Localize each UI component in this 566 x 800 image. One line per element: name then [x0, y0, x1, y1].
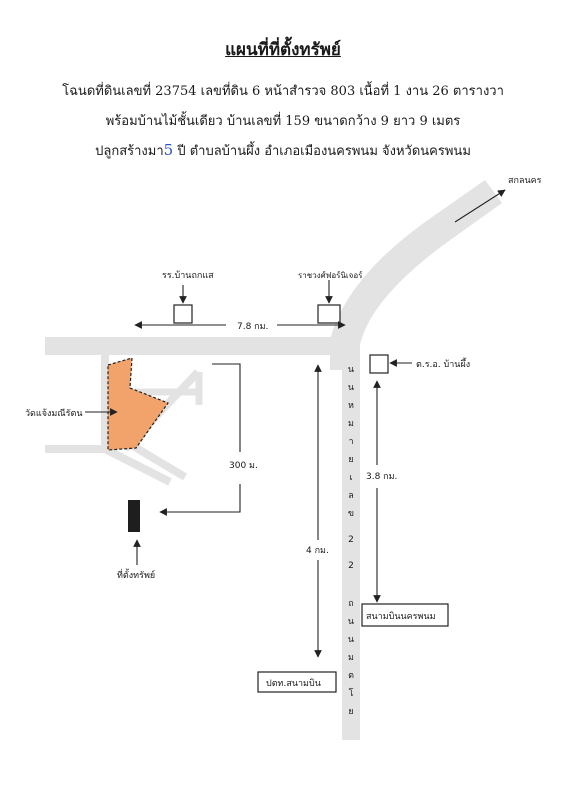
road-name-vertical: น น ห ม า ย เ ล ข 2 2 ถ น น ม ต โ ย [348, 365, 354, 717]
road-horizontal [45, 337, 343, 355]
arrow-to-sakon [454, 189, 506, 223]
years-handwritten: 5 [163, 141, 174, 159]
label-sakon: สกลนคร [508, 176, 542, 186]
label-temple: วัดแจ้งมณีรัตน [25, 408, 82, 419]
road-char: น [348, 635, 354, 645]
label-property: ที่ตั้งทรัพย์ [117, 568, 155, 581]
road-char: น [348, 383, 354, 393]
map-title: แผนที่ที่ตั้งทรัพย์ [225, 40, 341, 60]
location-text-a: ปลูกสร้างมา [95, 144, 164, 159]
house-info-line: พร้อมบ้านไม้ชั้นเดียว บ้านเลขที่ 159 ขนา… [105, 114, 461, 129]
road-char: 2 [348, 561, 354, 571]
curved-road-to-sakon [330, 180, 502, 370]
label-dist-4: 4 กม. [306, 546, 329, 556]
property-marker [128, 500, 140, 532]
soi-branch-to-property [125, 439, 188, 481]
road-char: ย [348, 707, 353, 717]
label-dist-38: 3.8 กม. [366, 472, 397, 482]
road-char: ม [348, 653, 354, 663]
location-info-line: ปลูกสร้างมา5 ปี ตำบลบ้านผึ้ง อำเภอเมืองน… [0, 140, 566, 161]
label-dist-top: 7.8 กม. [237, 322, 268, 332]
location-text-b: ปี ตำบลบ้านผึ้ง อำเภอเมืองนครพนม จังหวัด… [173, 144, 471, 159]
soi-vertical [101, 355, 109, 450]
airport-box [361, 603, 449, 627]
label-post: ปตท.สนามบิน [266, 678, 321, 689]
furniture-shop-box [317, 304, 341, 324]
temple-area [107, 357, 169, 451]
highway-22 [342, 340, 360, 740]
deed-info-line: โฉนดที่ดินเลขที่ 23754 เลขที่ดิน 6 หน้าส… [62, 84, 504, 99]
road-char: า [348, 437, 353, 447]
road-char: น [348, 365, 354, 375]
road-char: ข [348, 509, 354, 519]
road-char: 2 [348, 535, 354, 545]
road-char: ต [348, 671, 354, 681]
road-char: โ [349, 688, 354, 699]
road-char: เ [349, 473, 352, 483]
road-char: ห [348, 401, 354, 411]
school-box [173, 304, 193, 324]
road-char: ย [348, 455, 353, 465]
path-300m-lower [159, 484, 241, 516]
road-char: น [348, 617, 354, 627]
path-300m-upper [212, 363, 241, 452]
label-furniture-shop: ราชวงศ์ฟอร์นิเจอร์ [298, 270, 363, 280]
post-box [257, 671, 337, 693]
label-police: ต.ร.อ. บ้านผึ้ง [416, 357, 470, 370]
label-dist-300: 300 ม. [229, 461, 258, 471]
road-char: ม [348, 419, 354, 429]
label-airport: สนามบินนครพนม [366, 611, 436, 622]
road-char: ถ [348, 599, 353, 609]
soi-curve [103, 445, 172, 486]
label-school: รร.บ้านถกแส [162, 270, 214, 281]
road-char: ล [348, 491, 354, 501]
police-box [369, 354, 389, 374]
